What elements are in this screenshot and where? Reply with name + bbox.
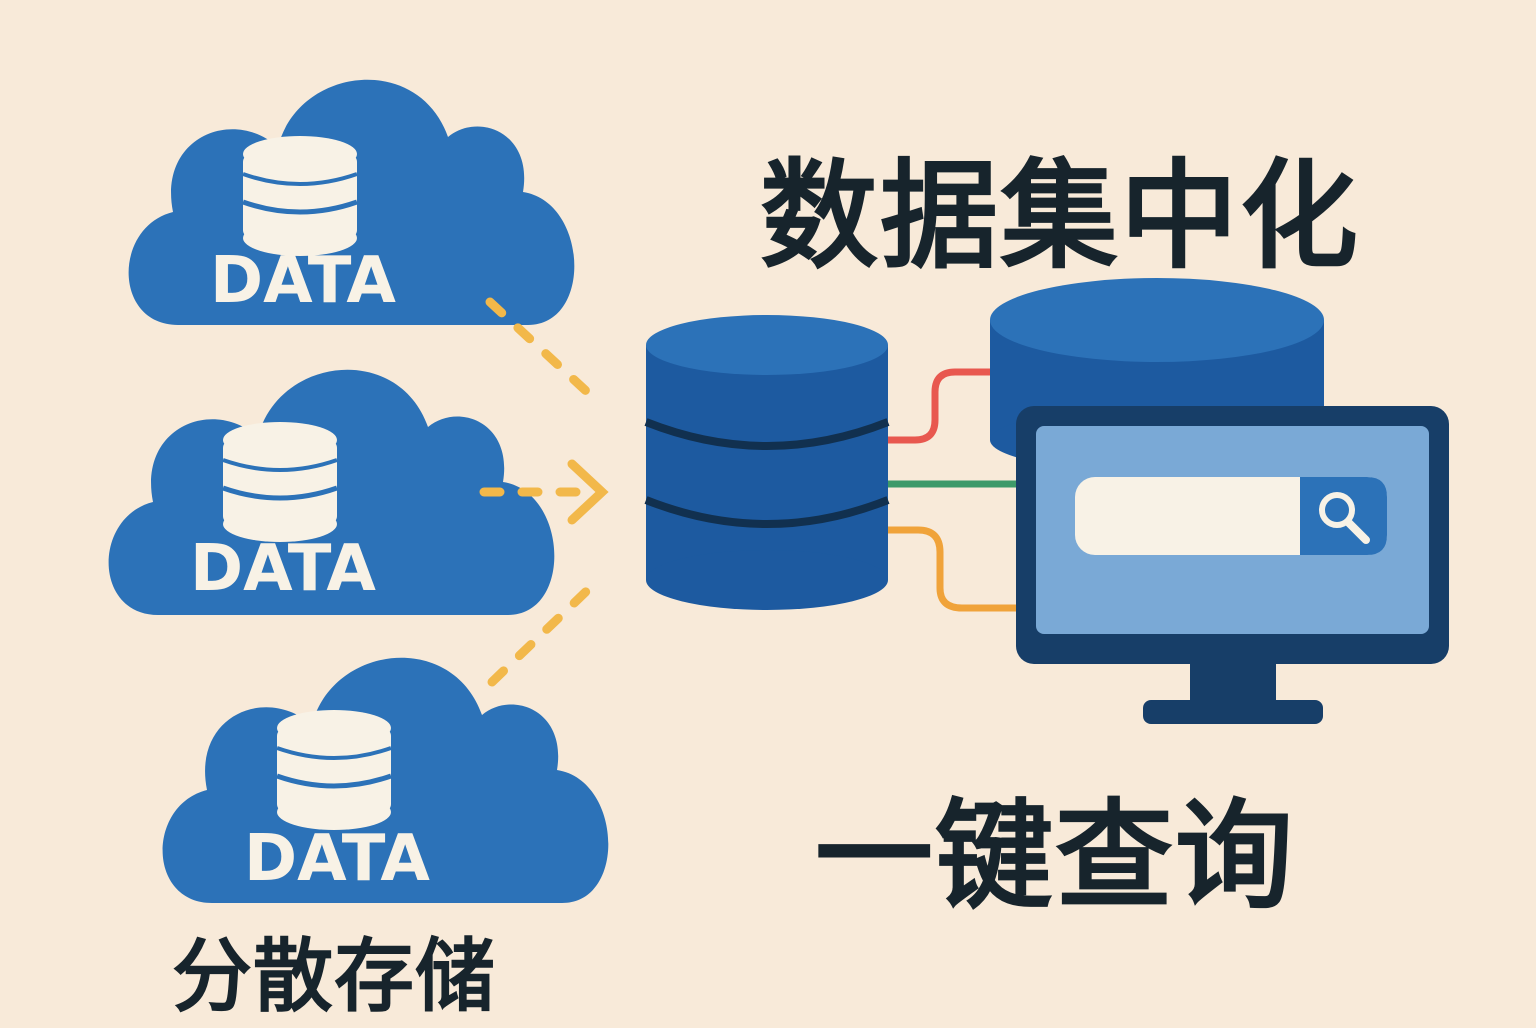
flow-arrows <box>479 297 609 687</box>
search-button[interactable] <box>1300 477 1387 555</box>
dashed-arrow-bottom <box>487 575 603 687</box>
cloud-2: DATA <box>108 369 555 615</box>
query-caption: 一键查询 <box>815 787 1296 925</box>
cloud-label: DATA <box>244 822 430 896</box>
monitor-stand <box>1143 700 1323 724</box>
arrowhead-icon <box>567 459 609 525</box>
orange-connection-line <box>882 526 1028 612</box>
red-connection-line <box>882 368 996 444</box>
server-cylinder-icon <box>990 278 1324 362</box>
connection-lines <box>882 368 1028 612</box>
database-icon <box>243 136 357 256</box>
database-icon <box>223 422 337 542</box>
distributed-caption: 分散存储 <box>172 930 496 1023</box>
magnifier-icon <box>1319 492 1370 544</box>
database-icon <box>646 315 888 375</box>
dashed-arrow-top <box>485 297 603 407</box>
central-database <box>644 315 890 610</box>
cloud-3: DATA <box>162 657 609 903</box>
cloud-1: DATA <box>128 79 575 326</box>
database-icon <box>277 710 391 830</box>
page-title: 数据集中化 <box>760 147 1361 285</box>
cloud-label: DATA <box>210 244 396 318</box>
cloud-label: DATA <box>190 532 376 606</box>
monitor <box>1016 406 1449 724</box>
